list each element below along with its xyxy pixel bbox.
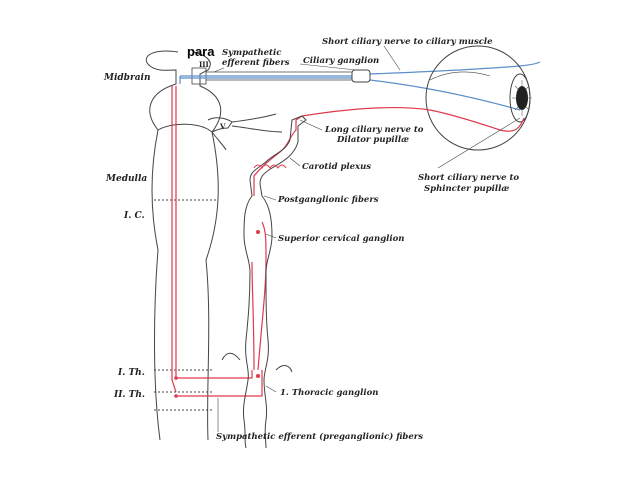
thoracic-ganglion-dot: [256, 374, 260, 378]
cord-dot-ith: [174, 376, 178, 380]
ciliary-ganglion: [351, 69, 371, 83]
label-iith: II. Th.: [114, 390, 146, 400]
label-superior-cervical: Superior cervical ganglion: [278, 234, 405, 244]
label-short-ciliary-sphincter-2: Sphincter pupillæ: [424, 184, 510, 194]
label-sympathetic-1: Sympathetic: [222, 48, 282, 58]
label-iii: III: [199, 60, 209, 69]
parasympathetic-fibers: [179, 61, 541, 111]
label-ciliary-ganglion: Ciliary ganglion: [303, 56, 380, 66]
label-long-ciliary-2: Dilator pupillæ: [337, 135, 410, 145]
label-v: V: [220, 122, 226, 131]
label-carotid-plexus: Carotid plexus: [302, 162, 372, 172]
label-medulla: Medulla: [106, 174, 148, 184]
leader-lines: [213, 45, 521, 432]
carotid-plexus: [249, 115, 307, 197]
label-ith: I. Th.: [118, 368, 145, 378]
label-postganglionic: Postganglionic fibers: [278, 195, 379, 205]
label-short-ciliary-sphincter-1: Short ciliary nerve to: [418, 173, 520, 183]
label-sympathetic-2: efferent fibers: [222, 58, 290, 68]
cord-dot-iith: [174, 394, 178, 398]
brainstem-spinal-cord: [145, 50, 283, 441]
label-long-ciliary-1: Long ciliary nerve to: [325, 125, 424, 135]
label-midbrain: Midbrain: [104, 73, 151, 83]
overlay-para-text: para: [187, 44, 215, 59]
label-ic: I. C.: [124, 211, 145, 221]
sympathetic-trunk: [221, 195, 293, 449]
label-thoracic-ganglion: 1. Thoracic ganglion: [280, 388, 379, 398]
label-short-ciliary-muscle: Short ciliary nerve to ciliary muscle: [322, 37, 493, 47]
label-preganglionic: Sympathetic efferent (preganglionic) fib…: [216, 432, 424, 442]
eyeball: [425, 45, 532, 151]
superior-cervical-ganglion-dot: [256, 230, 260, 234]
